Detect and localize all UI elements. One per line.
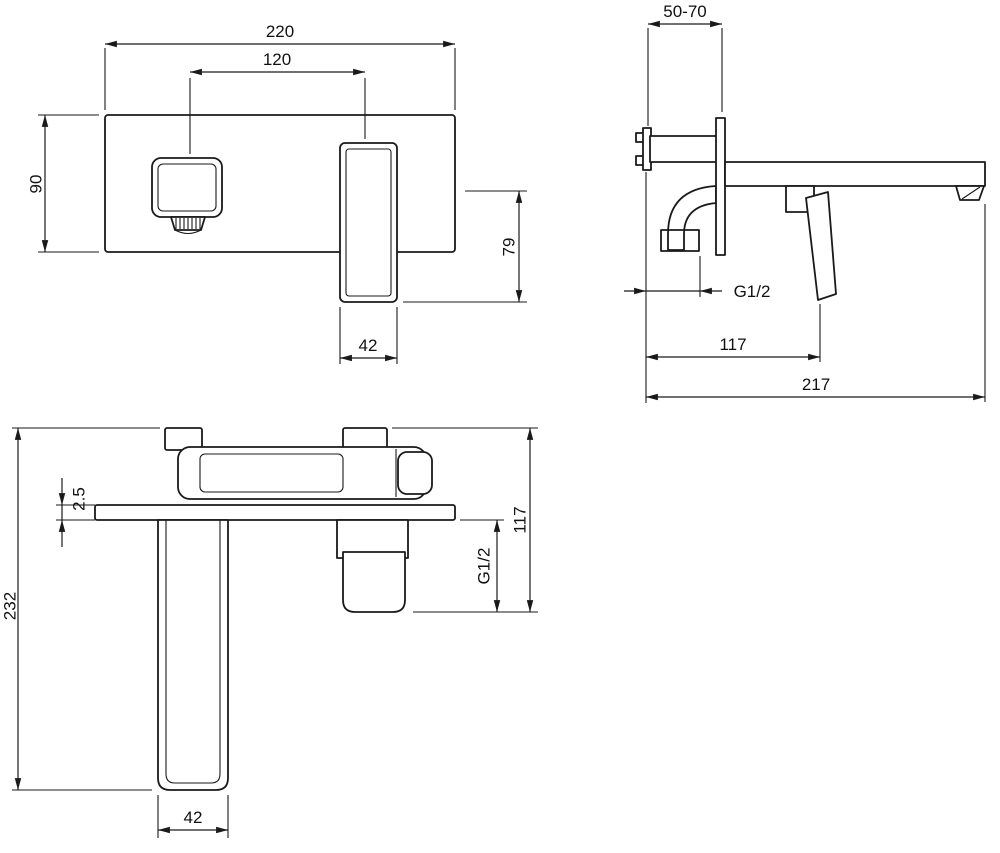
dim-side-thread: G1/2	[624, 172, 770, 403]
spout-inner-edge	[157, 163, 217, 212]
inlet-elbow	[667, 185, 717, 251]
top-view: 2.5 232 G1/2 117 42	[1, 427, 538, 838]
dim-label-117-side: 117	[719, 335, 746, 354]
dim-label-g12-side: G1/2	[734, 282, 771, 301]
handle-front	[339, 142, 398, 303]
dim-label-g12-plan: G1/2	[475, 548, 494, 585]
handle-inner-edge	[345, 148, 392, 297]
dim-label-79: 79	[500, 238, 519, 257]
dim-label-42-front: 42	[359, 336, 378, 355]
dim-front-spout-to-handle: 120	[189, 50, 366, 154]
inlet-fitting	[660, 229, 700, 252]
dim-plan-handle-projection: 117	[392, 427, 538, 612]
dim-label-117-plan: 117	[511, 506, 530, 533]
spout-body	[151, 157, 223, 218]
handle-body	[339, 142, 398, 303]
aerator-hatch	[175, 218, 201, 229]
handle-lever-side	[805, 191, 837, 301]
dim-side-handle-reach: 117	[646, 304, 821, 362]
body-inner-edge	[199, 453, 344, 493]
dim-plan-thread: G1/2	[413, 519, 538, 613]
dim-plan-spout-width: 42	[157, 795, 229, 838]
spout-top	[157, 519, 229, 791]
dim-label-232: 232	[1, 592, 20, 620]
dim-label-120: 120	[263, 50, 291, 69]
valve-body-top	[177, 446, 427, 500]
wall-plate-side	[715, 117, 726, 256]
dim-plan-overall-projection: 232	[1, 427, 160, 791]
side-view: 50-70 G1/2 117 217	[624, 2, 986, 403]
dim-label-2-5: 2.5	[70, 487, 89, 511]
spout-inner-edge-top	[165, 520, 221, 784]
spout-front	[151, 157, 223, 235]
wall-plate-edge	[94, 504, 456, 521]
dim-side-spout-reach: 217	[646, 204, 986, 402]
dim-front-handle-drop: 79	[403, 190, 527, 303]
dim-plan-plate-thickness: 2.5	[56, 478, 95, 547]
dim-label-90: 90	[27, 175, 46, 194]
dim-label-217: 217	[802, 375, 830, 394]
dim-label-42-plan: 42	[184, 808, 203, 827]
dim-front-plate-height: 90	[27, 114, 99, 253]
dim-label-220: 220	[266, 22, 294, 41]
dim-front-overall-width: 220	[104, 22, 456, 110]
concealed-body	[635, 127, 718, 171]
front-view: 220 120 90 79 42	[27, 22, 527, 364]
dim-front-handle-width: 42	[339, 307, 398, 364]
spout-side	[724, 161, 986, 187]
aerator-lip	[174, 229, 202, 235]
handle-knob-top	[397, 451, 433, 495]
handle-end-top	[342, 551, 406, 613]
spout-outlet	[955, 185, 985, 201]
dim-label-50-70: 50-70	[663, 2, 706, 21]
dim-side-wall-depth: 50-70	[647, 2, 723, 126]
